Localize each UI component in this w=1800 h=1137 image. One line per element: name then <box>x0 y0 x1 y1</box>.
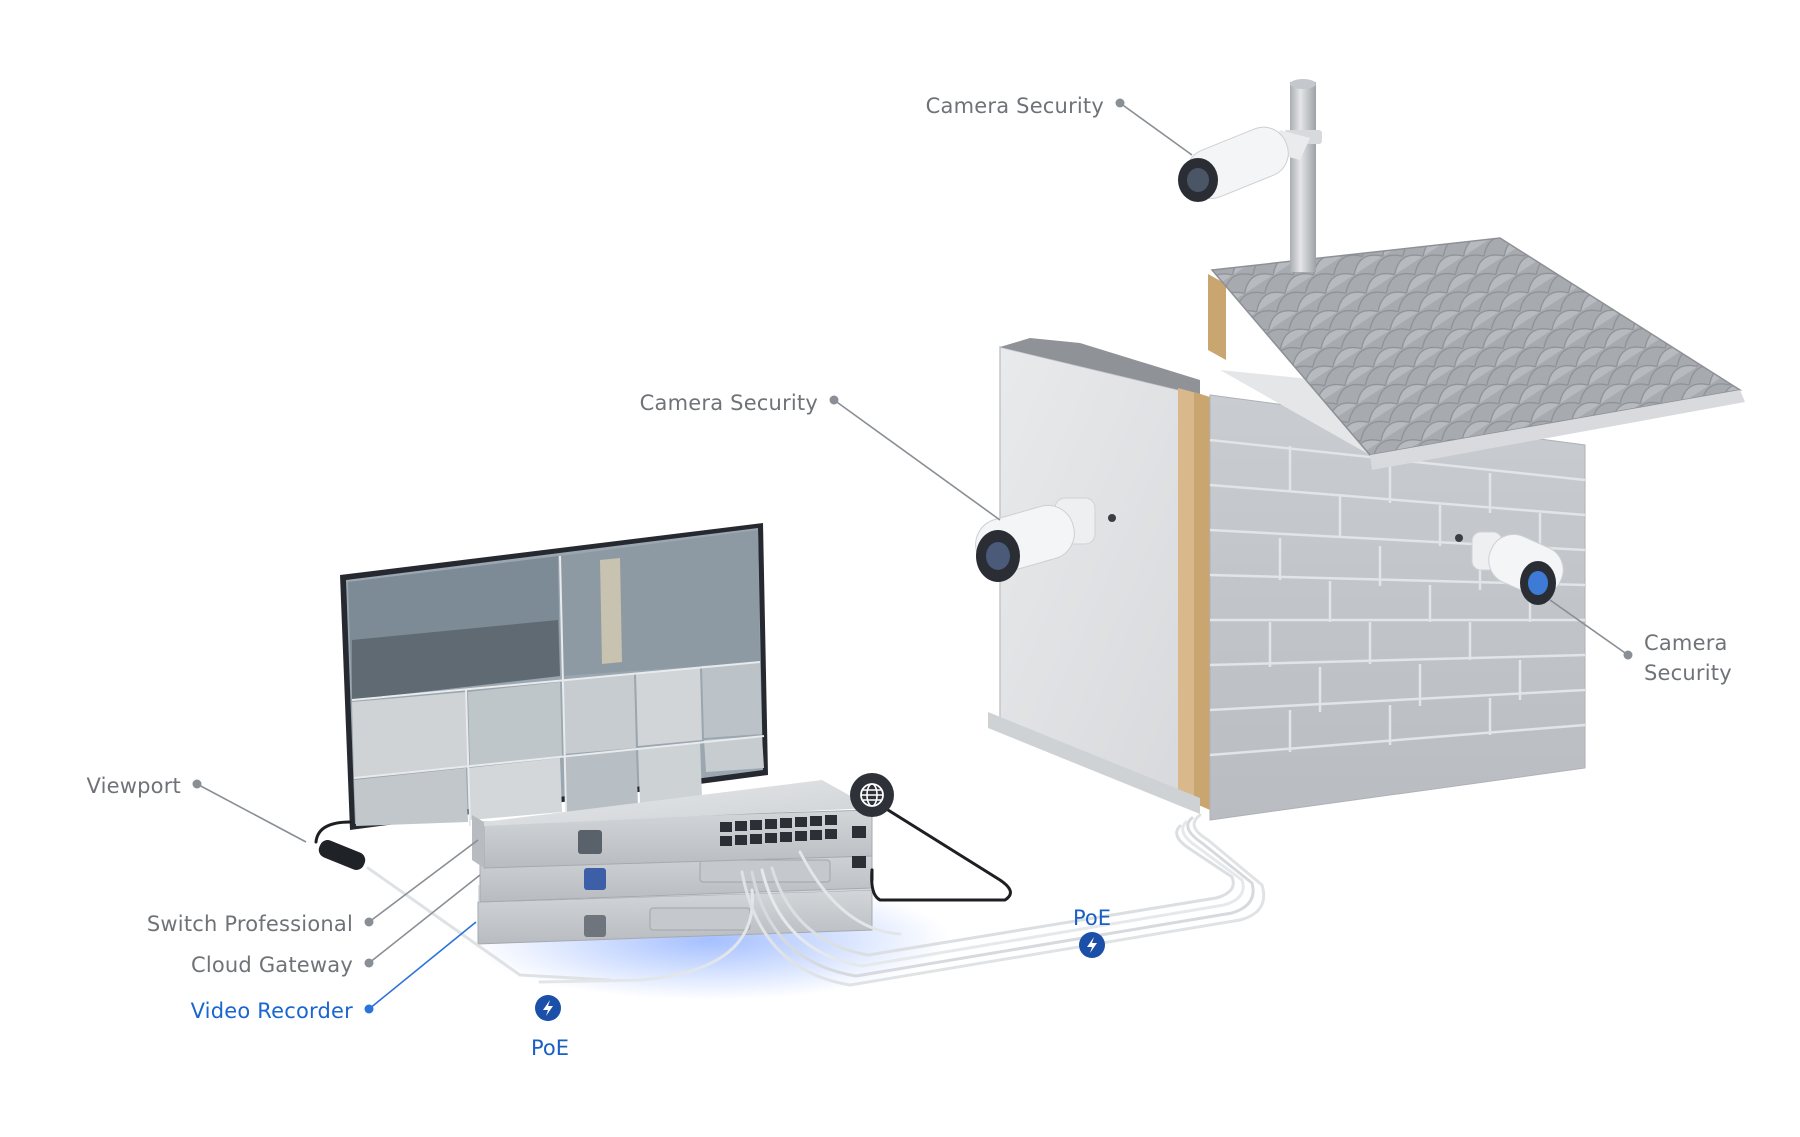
poe-badge-right <box>1079 932 1105 958</box>
label-camera-top: Camera Security <box>926 94 1104 118</box>
monitor <box>340 523 768 830</box>
device-stack <box>472 780 873 945</box>
label-poe-bottom: PoE <box>531 1036 569 1060</box>
poe-badge-bottom <box>535 995 561 1021</box>
label-viewport: Viewport <box>87 774 181 798</box>
label-switch: Switch Professional <box>147 912 353 936</box>
label-poe-right: PoE <box>1073 906 1111 930</box>
camera-wall <box>975 497 1116 582</box>
globe-icon <box>850 773 894 817</box>
lightning-bolt-icon <box>543 1000 553 1016</box>
label-camera-right-line2: Security <box>1644 661 1732 685</box>
lightning-bolt-icon <box>1087 937 1097 953</box>
switch-ports <box>720 815 866 868</box>
camera-feed-grid <box>348 530 765 827</box>
building <box>988 79 1745 821</box>
label-camera-wall: Camera Security <box>640 391 818 415</box>
leaders <box>192 98 1633 1014</box>
camera-top <box>1178 126 1310 202</box>
camera-right <box>1455 531 1564 605</box>
label-camera-right-line1: Camera <box>1644 631 1728 655</box>
label-gateway: Cloud Gateway <box>191 953 353 977</box>
cables <box>314 798 1266 987</box>
label-recorder: Video Recorder <box>191 999 354 1023</box>
